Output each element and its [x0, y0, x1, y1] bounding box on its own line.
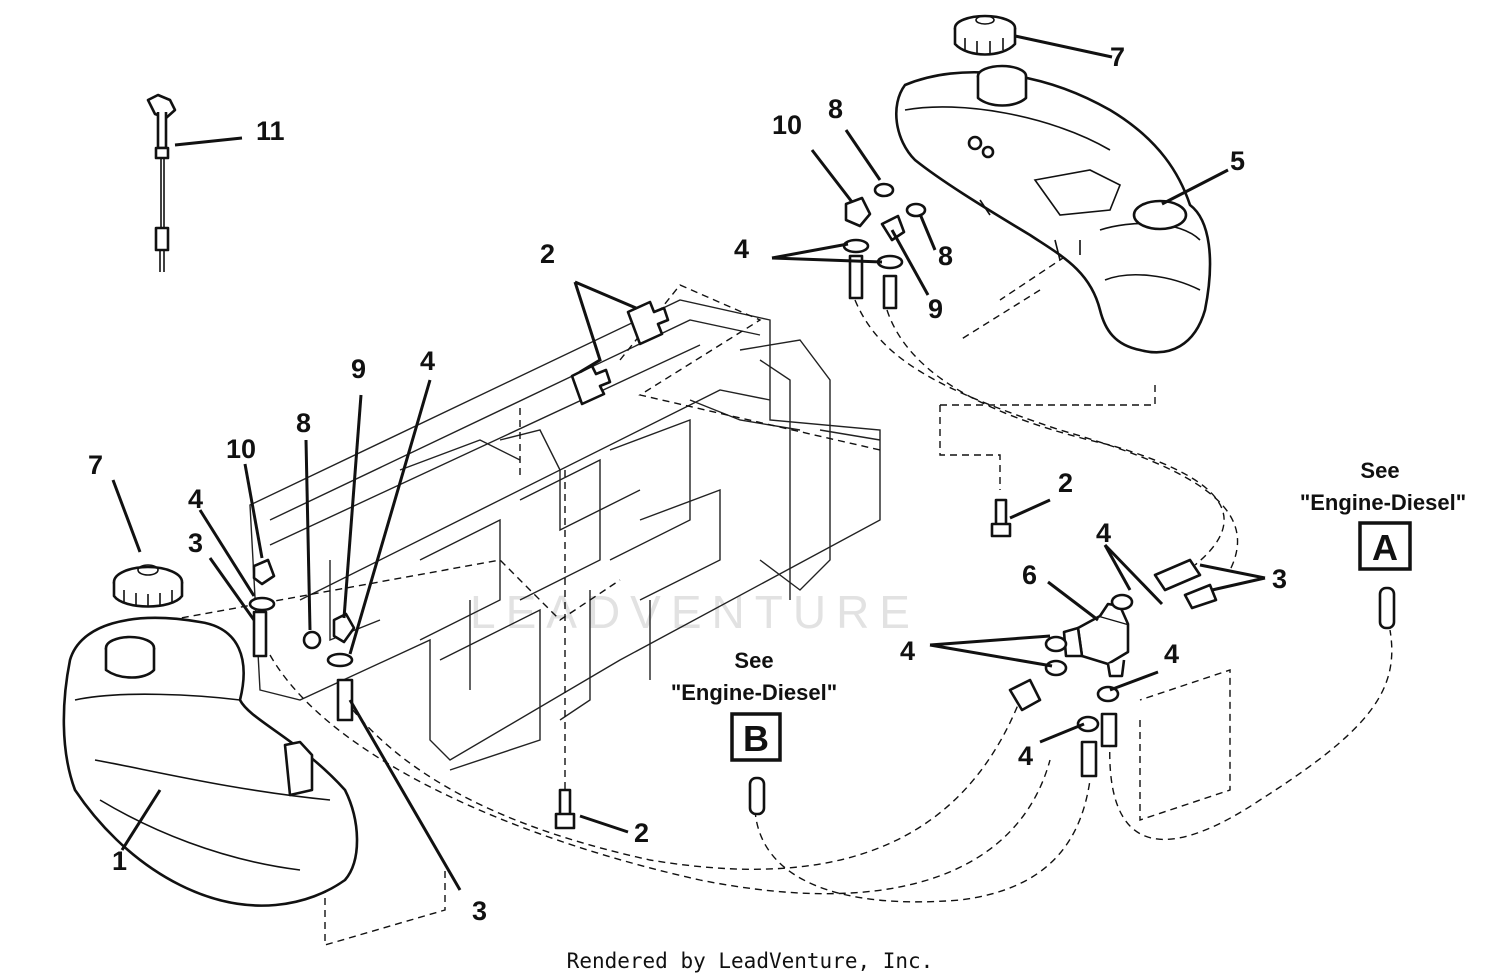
- reference-note-a: See "Engine-Diesel" A: [1300, 458, 1466, 571]
- fuel-tee-valve: [1008, 593, 1134, 778]
- reference-b-letter: B: [743, 718, 769, 759]
- callout-3-right-hoses: 3: [1272, 564, 1287, 594]
- chassis-frame: [249, 299, 881, 771]
- callout-8-right: 8: [938, 241, 953, 271]
- right-tank-fittings: [842, 182, 927, 310]
- reference-b-see: See: [734, 648, 773, 673]
- reference-b-box: [730, 712, 782, 762]
- callout-2-upper-bolts: 2: [540, 239, 555, 269]
- left-fuel-cap: [112, 564, 184, 608]
- left-fuel-tank: [62, 616, 359, 907]
- reference-a-box: [1358, 521, 1412, 571]
- fuel-gauge-sender: [146, 93, 177, 272]
- callout-4-tee-left-clamps: 4: [900, 636, 915, 666]
- callout-5: 5: [1230, 146, 1245, 176]
- callout-1: 1: [112, 846, 127, 876]
- callout-6: 6: [1022, 560, 1037, 590]
- hose-sections: [748, 558, 1396, 816]
- callout-2-lower-bolt: 2: [634, 818, 649, 848]
- callout-4-left-clamp: 4: [188, 484, 203, 514]
- reference-a-letter: A: [1372, 527, 1398, 568]
- callout-labels: 1 2 2 2 3 3 3 4 4 4 4 4 4 4 5 6 7 7 8 8 …: [88, 42, 1287, 926]
- leader-lines: [111, 34, 1266, 891]
- callout-10-right: 10: [772, 110, 802, 140]
- reference-a-see: See: [1360, 458, 1399, 483]
- callout-8-upper: 8: [828, 94, 843, 124]
- reference-note-b: See "Engine-Diesel" B: [671, 648, 837, 762]
- callout-4-center-clamp: 4: [420, 346, 435, 376]
- footer-credit: Rendered by LeadVenture, Inc.: [567, 949, 934, 973]
- callout-11: 11: [256, 116, 285, 146]
- callout-9-right: 9: [928, 294, 943, 324]
- callout-3-left-hose: 3: [188, 528, 203, 558]
- mounting-bolts: [554, 300, 1012, 830]
- right-fuel-cap: [953, 14, 1017, 56]
- left-tank-fittings: [248, 558, 356, 722]
- reference-a-target: "Engine-Diesel": [1300, 490, 1466, 515]
- callout-3-lower-hose: 3: [472, 896, 487, 926]
- watermark-text: LEADVENTURE: [470, 586, 920, 638]
- callout-9-left: 9: [351, 354, 366, 384]
- callout-10-left: 10: [226, 434, 256, 464]
- callout-2-right-bolt: 2: [1058, 468, 1073, 498]
- callout-4-tee-bottom-clamp: 4: [1018, 741, 1033, 771]
- callout-4-tee-right-clamp: 4: [1164, 639, 1179, 669]
- callout-4-tee-top-clamps: 4: [1096, 518, 1111, 548]
- right-fuel-tank: [894, 64, 1212, 354]
- reference-b-target: "Engine-Diesel": [671, 680, 837, 705]
- callout-4-upper-clamps: 4: [734, 234, 749, 264]
- callout-7-left-cap: 7: [88, 450, 103, 480]
- callout-8-left: 8: [296, 408, 311, 438]
- fuel-hoses: [269, 299, 1393, 903]
- callout-7-right-cap: 7: [1110, 42, 1125, 72]
